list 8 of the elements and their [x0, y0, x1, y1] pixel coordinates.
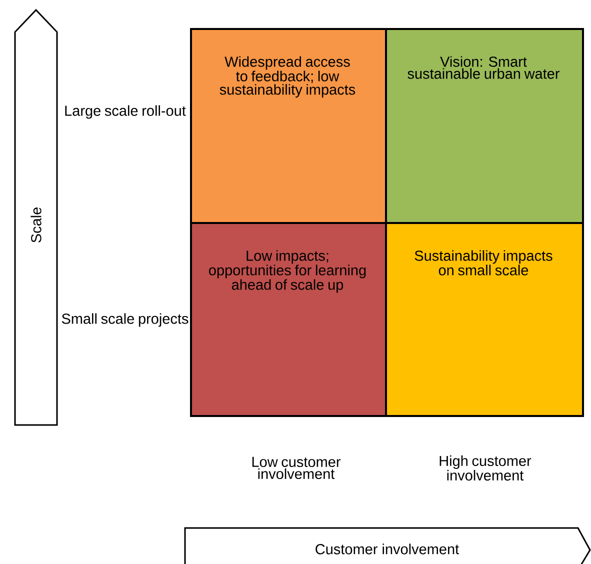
axis-label: Large scale roll-out [65, 105, 186, 119]
axis-label: Small scale projects [62, 313, 188, 327]
quadrant-box: Vision: Smart sustainable urban water [385, 28, 584, 224]
quadrant-box: Sustainability impacts on small scale [385, 222, 584, 417]
quadrant-box: Low impacts; opportunities for learning ahead of scale up [190, 222, 387, 417]
axis-label: High customer involvement [440, 455, 532, 481]
quadrant-box: Widespread access to feedback; low sustainability impacts [190, 28, 387, 224]
axis-label: Low customer involvement [252, 456, 341, 480]
